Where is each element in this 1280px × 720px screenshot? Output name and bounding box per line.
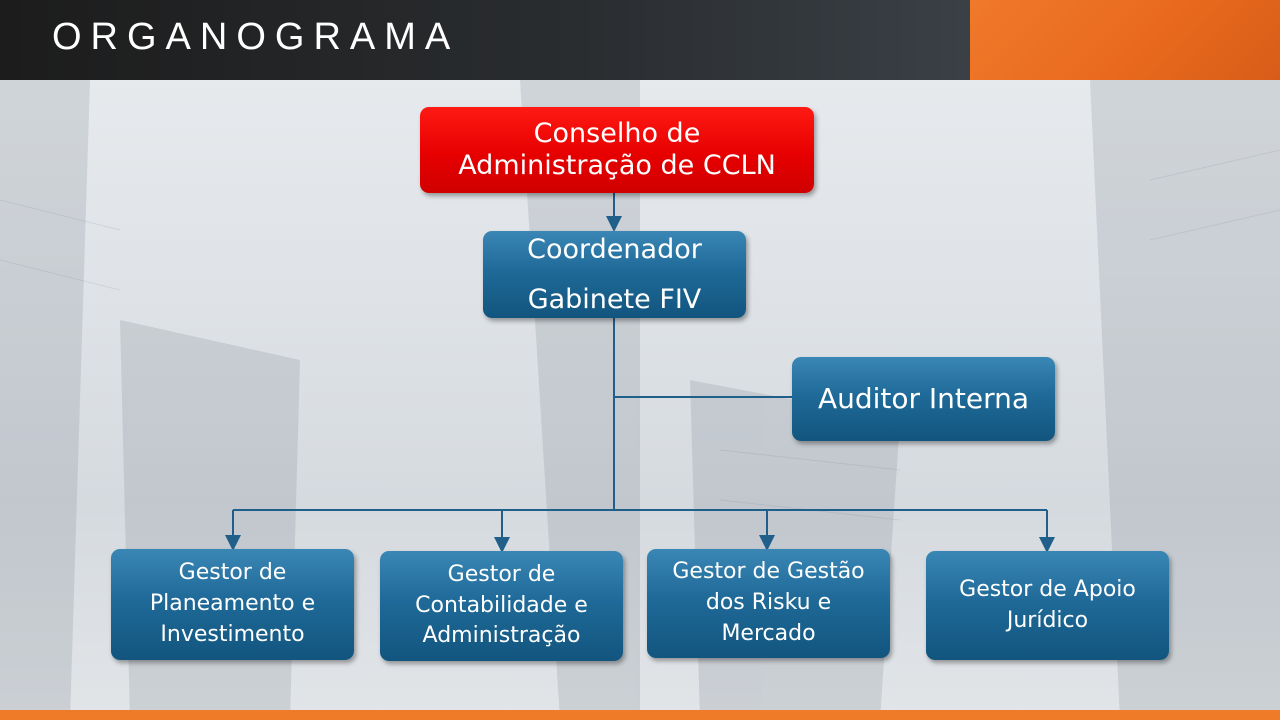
coordinator-label-line2: Gabinete FIV (527, 283, 702, 315)
manager-label-line: Gestor de (178, 560, 287, 586)
coordinator-label-line1: Coordenador (527, 233, 702, 265)
manager-box-legal: Gestor de Apoio Jurídico (926, 551, 1169, 660)
manager-label-line: Mercado (721, 620, 816, 646)
board-label-line1: Conselho de (533, 117, 701, 149)
manager-box-accounting: Gestor de Contabilidade e Administração (380, 551, 623, 661)
manager-label-line: Investimento (160, 621, 305, 647)
header-bar (0, 0, 970, 80)
page-title: ORGANOGRAMA (52, 16, 460, 58)
coordinator-box: Coordenador Gabinete FIV (483, 231, 746, 318)
manager-label-line: dos Risku e (705, 590, 832, 616)
board-box: Conselho de Administração de CCLN (420, 107, 814, 193)
manager-label-line: Gestor de Gestão (672, 559, 865, 585)
manager-label-line: Planeamento e (149, 591, 316, 617)
footer-bar (0, 710, 1280, 720)
manager-label-line: Contabilidade e (415, 592, 588, 618)
manager-box-risk: Gestor de Gestão dos Risku e Mercado (647, 549, 890, 658)
manager-box-planning: Gestor de Planeamento e Investimento (111, 549, 354, 660)
board-label-line2: Administração de CCLN (458, 150, 776, 181)
manager-label-line: Administração (422, 623, 581, 649)
auditor-label: Auditor Interna (817, 382, 1030, 416)
manager-label-line: Gestor de (447, 561, 556, 587)
manager-label-line: Gestor de Apoio (959, 576, 1136, 602)
auditor-box: Auditor Interna (792, 357, 1055, 441)
manager-label-line: Jurídico (1006, 607, 1089, 633)
header-accent (970, 0, 1280, 80)
